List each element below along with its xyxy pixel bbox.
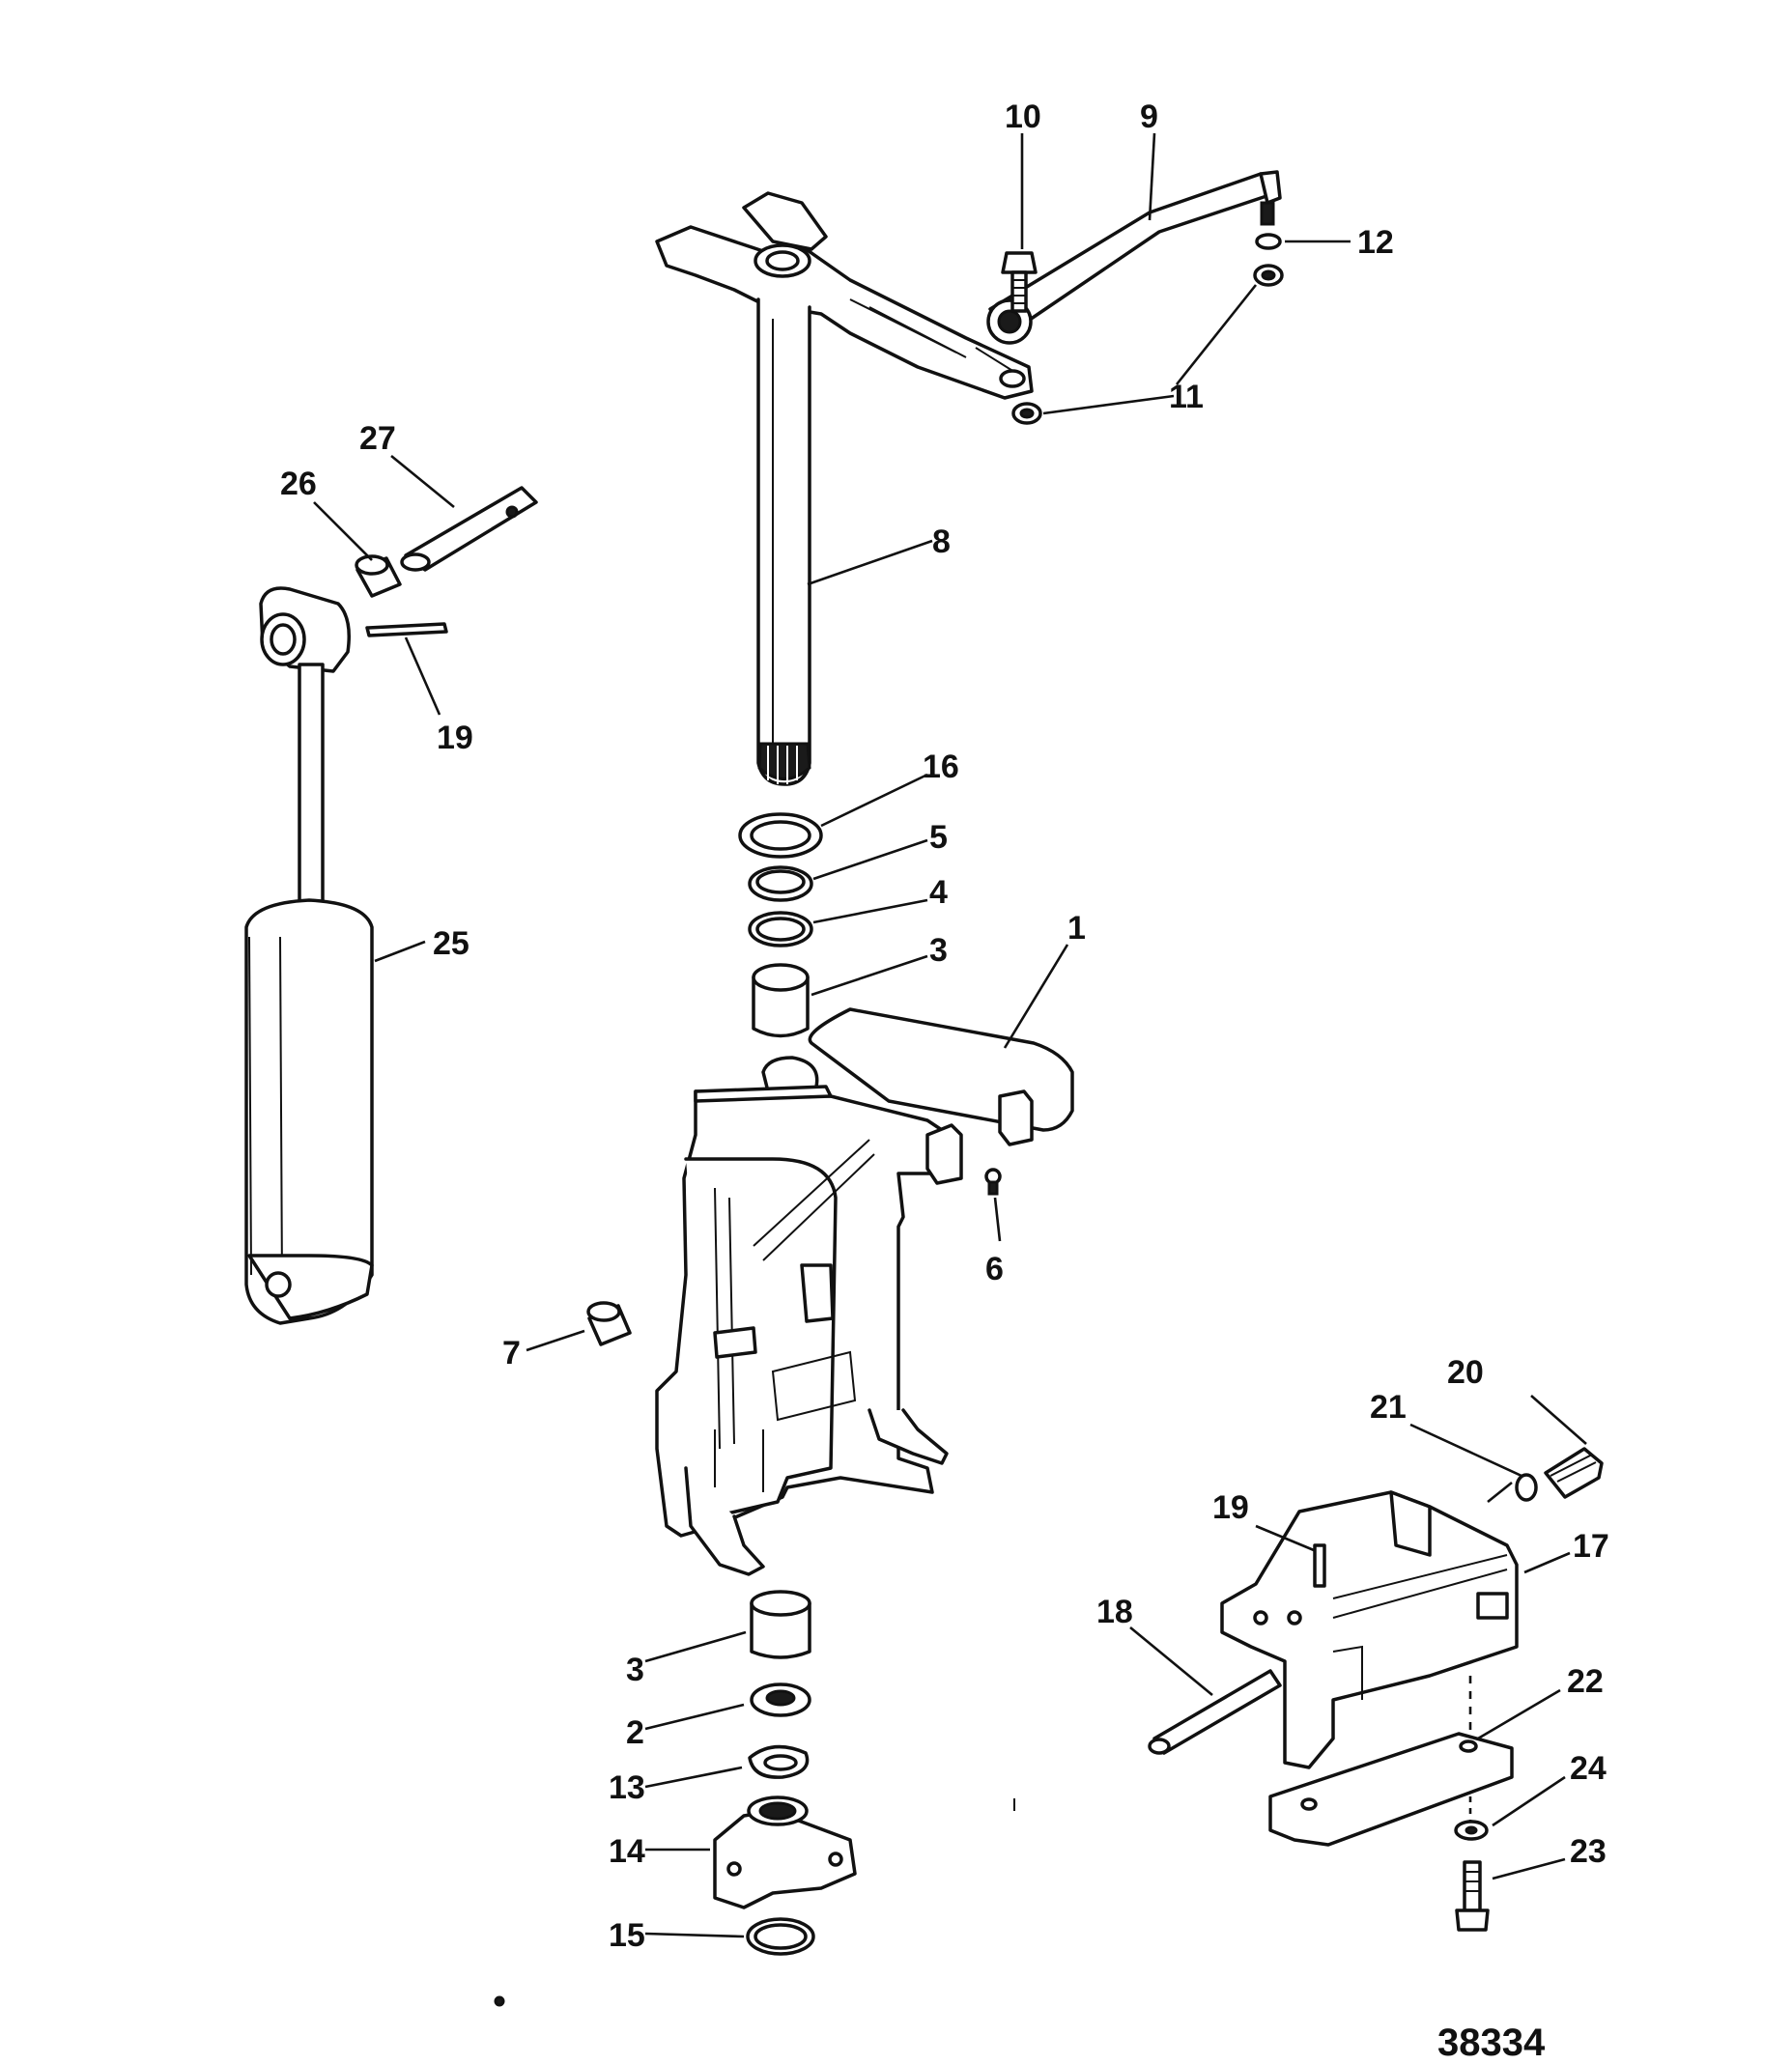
callout-6: 6	[985, 1251, 1004, 1287]
callout-20: 20	[1447, 1354, 1484, 1391]
swivel-bracket-part-1	[655, 1007, 1074, 1576]
retaining-ring-part-15	[746, 1917, 815, 1956]
figure-number: 38334	[1437, 2022, 1546, 2064]
steering-arm-assembly-part-8	[655, 191, 1034, 786]
plate-part-22	[1268, 1732, 1514, 1847]
callout-9: 9	[1140, 99, 1158, 135]
callout-12: 12	[1357, 224, 1394, 261]
callout-26: 26	[280, 466, 317, 502]
rod-part-18	[1148, 1669, 1282, 1755]
washer-part-24	[1454, 1820, 1489, 1841]
nut-part-11-lower	[1011, 402, 1042, 425]
bolt-part-10	[1001, 251, 1038, 313]
bolt-part-20	[1544, 1447, 1604, 1499]
callout-10: 10	[1005, 99, 1041, 135]
callout-numbers: 10 9 12 11 8 16 5 4 3 1 6 7 25 26 27 19 …	[280, 99, 1609, 1954]
callout-7: 7	[502, 1335, 521, 1371]
bushing-part-7	[586, 1301, 632, 1346]
callout-13: 13	[609, 1769, 645, 1806]
callout-8: 8	[932, 523, 951, 560]
seal-part-2	[750, 1682, 811, 1717]
bushing-part-3-lower	[750, 1590, 811, 1659]
pin-part-19-right	[1313, 1543, 1326, 1588]
seal-part-5	[748, 865, 813, 902]
callout-24: 24	[1570, 1750, 1607, 1787]
washer-part-13	[748, 1744, 810, 1779]
callout-15: 15	[609, 1917, 645, 1954]
callout-18: 18	[1096, 1594, 1133, 1630]
bushing-part-26	[355, 554, 402, 598]
screw-part-6	[984, 1168, 1002, 1196]
washer-part-16	[738, 812, 823, 859]
callout-5: 5	[929, 819, 948, 856]
pin-part-27	[400, 486, 538, 572]
ring-part-4	[748, 911, 813, 947]
callout-16: 16	[923, 749, 959, 785]
callout-23: 23	[1570, 1833, 1607, 1870]
bushing-part-3-upper	[752, 963, 810, 1038]
callout-4: 4	[929, 874, 948, 911]
callout-3-lower: 3	[626, 1652, 644, 1688]
callout-19-left: 19	[437, 720, 473, 756]
callout-22: 22	[1567, 1663, 1604, 1700]
washer-part-12	[1255, 233, 1282, 250]
nut-part-11-upper	[1253, 264, 1284, 287]
callout-11: 11	[1169, 379, 1204, 415]
leader-lines	[313, 132, 1587, 1938]
callout-2: 2	[626, 1714, 644, 1751]
trim-cylinder-part-25	[244, 586, 374, 1325]
lock-washer-part-21	[1515, 1473, 1538, 1502]
link-rod-part-9	[986, 170, 1282, 345]
steering-yoke-part-14	[713, 1795, 857, 1909]
bolt-part-23	[1455, 1860, 1490, 1932]
callout-14: 14	[609, 1833, 645, 1870]
cotter-pin-part-19-left	[365, 622, 448, 637]
speck	[494, 1995, 505, 2007]
callout-21: 21	[1370, 1389, 1407, 1426]
clamp-bracket-part-17	[1220, 1490, 1519, 1769]
callout-27: 27	[359, 420, 396, 457]
callout-25: 25	[433, 925, 469, 962]
callout-19-right: 19	[1212, 1489, 1249, 1526]
callout-17: 17	[1573, 1528, 1609, 1565]
callout-3-upper: 3	[929, 932, 948, 969]
callout-1: 1	[1067, 910, 1086, 947]
